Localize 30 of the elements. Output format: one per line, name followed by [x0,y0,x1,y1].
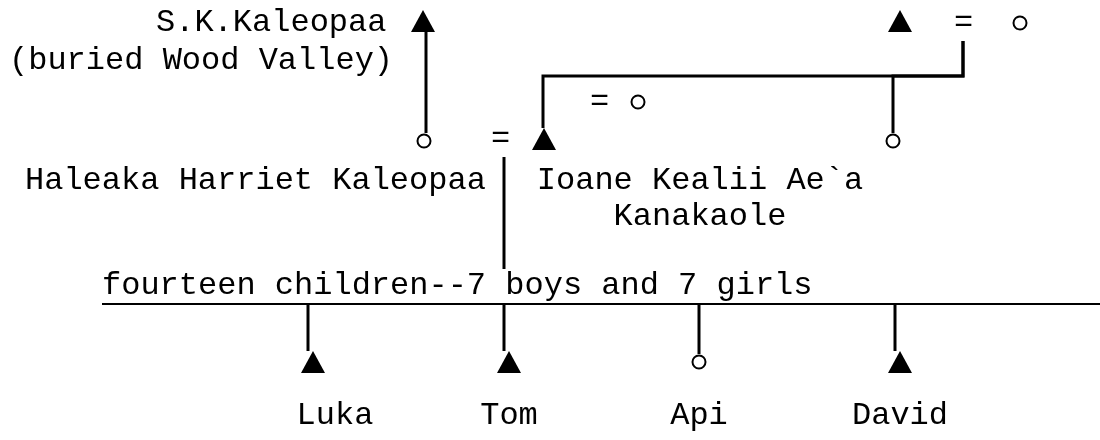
marriage-sign: = [954,5,973,41]
connector-line [424,32,428,133]
person-name: David [851,398,949,434]
circle-symbol [630,94,646,110]
triangle-symbol [411,10,435,32]
connector-line [893,305,897,351]
circle-symbol [1012,15,1028,31]
connector-line [502,157,506,269]
person-name: S.K.Kaleopaa [156,5,388,41]
connector-line [697,305,701,354]
triangle-symbol [532,128,556,150]
marriage-sign: = [491,121,510,157]
circle-symbol [416,133,432,149]
triangle-symbol [497,351,521,373]
person-name: Luka [295,398,375,434]
person-name: Haleaka Harriet Kaleopaa [25,163,487,199]
sibling-line-label: fourteen children--7 boys and 7 girls [102,269,1100,305]
triangle-symbol [888,351,912,373]
connector-line [891,41,965,133]
burial-note: (buried Wood Valley) [9,43,395,79]
person-name: Api [669,398,729,434]
connector-line [502,305,506,351]
triangle-symbol [301,351,325,373]
circle-symbol [691,354,707,370]
triangle-symbol [888,10,912,32]
person-name: Ioane Kealii Ae`a Kanakaole [535,163,865,235]
circle-symbol [885,133,901,149]
person-name: Tom [479,398,539,434]
marriage-sign: = [590,84,610,120]
connector-line [306,305,310,351]
